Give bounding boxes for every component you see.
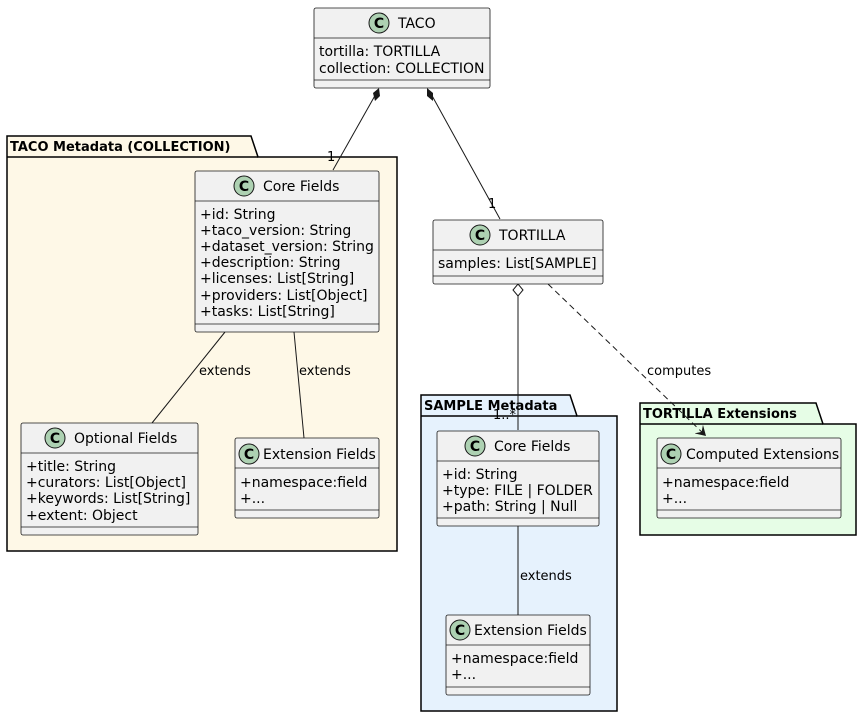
svg-text:C: C [244, 447, 254, 463]
class-attribute: +path: String | Null [442, 499, 577, 515]
aggregation-diamond-icon [512, 283, 524, 297]
edge-taco-tortilla: 1 [427, 88, 501, 220]
edge-tortilla-sample: 1..* [493, 283, 524, 430]
class-attribute: tortilla: TORTILLA [319, 44, 441, 60]
class-attribute: +tasks: List[String] [200, 304, 335, 320]
class-sample-core-fields[interactable]: C Core Fields +id: String +type: FILE | … [436, 430, 600, 527]
class-computed-extensions[interactable]: C Computed Extensions +namespace:field +… [656, 437, 842, 519]
svg-text:C: C [239, 179, 249, 195]
extends-label: extends [299, 364, 351, 379]
edge-taco-collection: 1 [327, 88, 380, 171]
edge-tortilla-computed: computes [547, 283, 711, 437]
class-optional-fields[interactable]: C Optional Fields +title: String +curato… [20, 422, 199, 536]
class-c-icon [464, 435, 486, 457]
class-tortilla-name: TORTILLA [498, 228, 566, 244]
class-c-icon [233, 175, 255, 197]
class-collection-core-name: Core Fields [263, 179, 339, 195]
class-computed-name: Computed Extensions [686, 447, 839, 463]
class-attribute: +type: FILE | FOLDER [442, 483, 593, 499]
class-c-icon [44, 427, 66, 449]
multiplicity-taco-collection: 1 [327, 150, 335, 165]
class-collection-ext-name: Extension Fields [263, 447, 376, 463]
class-taco[interactable]: C TACO tortilla: TORTILLA collection: CO… [313, 7, 491, 89]
class-c-icon [449, 619, 471, 641]
class-attribute: +... [240, 491, 265, 507]
class-attribute: +id: String [442, 467, 517, 483]
class-c-icon [660, 443, 682, 465]
extends-label: extends [199, 364, 251, 379]
class-attribute: samples: List[SAMPLE] [438, 256, 597, 272]
class-collection-core-fields[interactable]: C Core Fields +id: String +taco_version:… [194, 170, 380, 333]
class-attribute: +namespace:field [240, 475, 367, 491]
class-attribute: +namespace:field [662, 475, 789, 491]
class-attribute: +namespace:field [451, 651, 578, 667]
class-c-icon [368, 12, 390, 34]
composition-diamond-icon [373, 88, 380, 101]
composition-diamond-icon [427, 88, 433, 101]
class-attribute: +extent: Object [26, 508, 138, 524]
class-attribute: +licenses: List[String] [200, 271, 354, 287]
class-attribute: +id: String [200, 207, 275, 223]
svg-text:C: C [374, 16, 384, 32]
svg-text:C: C [50, 431, 60, 447]
class-taco-name: TACO [397, 16, 436, 32]
class-collection-extension-fields[interactable]: C Extension Fields +namespace:field +... [234, 437, 380, 519]
svg-text:C: C [475, 228, 485, 244]
edge-core-optional: extends [151, 331, 251, 424]
svg-text:C: C [666, 447, 676, 463]
class-c-icon [469, 224, 491, 246]
computes-label: computes [647, 364, 711, 379]
class-c-icon [238, 443, 260, 465]
multiplicity-tortilla-sample: 1..* [493, 408, 517, 423]
extends-label: extends [520, 569, 572, 584]
class-attribute: +keywords: List[String] [26, 491, 190, 507]
edge-core-extension: extends [293, 331, 351, 439]
class-attribute: +... [451, 667, 476, 683]
multiplicity-taco-tortilla: 1 [488, 197, 496, 212]
class-sample-core-name: Core Fields [494, 439, 570, 455]
class-attribute: +dataset_version: String [200, 239, 374, 255]
class-sample-ext-name: Extension Fields [474, 623, 587, 639]
package-sample-title: SAMPLE Metadata [424, 399, 557, 414]
svg-text:C: C [455, 623, 465, 639]
class-attribute: +description: String [200, 255, 341, 271]
class-attribute: +taco_version: String [200, 223, 351, 239]
svg-text:C: C [470, 439, 480, 455]
package-extensions-title: TORTILLA Extensions [643, 407, 797, 422]
class-attribute: +... [662, 491, 687, 507]
class-attribute: +providers: List[Object] [200, 288, 368, 304]
edge-samplecore-extension: extends [517, 526, 572, 615]
class-attribute: +curators: List[Object] [26, 475, 186, 491]
class-sample-extension-fields[interactable]: C Extension Fields +namespace:field +... [445, 614, 591, 696]
package-collection-title: TACO Metadata (COLLECTION) [10, 140, 230, 155]
class-attribute: +title: String [26, 459, 116, 475]
class-attribute: collection: COLLECTION [319, 61, 485, 77]
class-optional-name: Optional Fields [74, 431, 177, 447]
class-tortilla[interactable]: C TORTILLA samples: List[SAMPLE] [432, 219, 604, 285]
